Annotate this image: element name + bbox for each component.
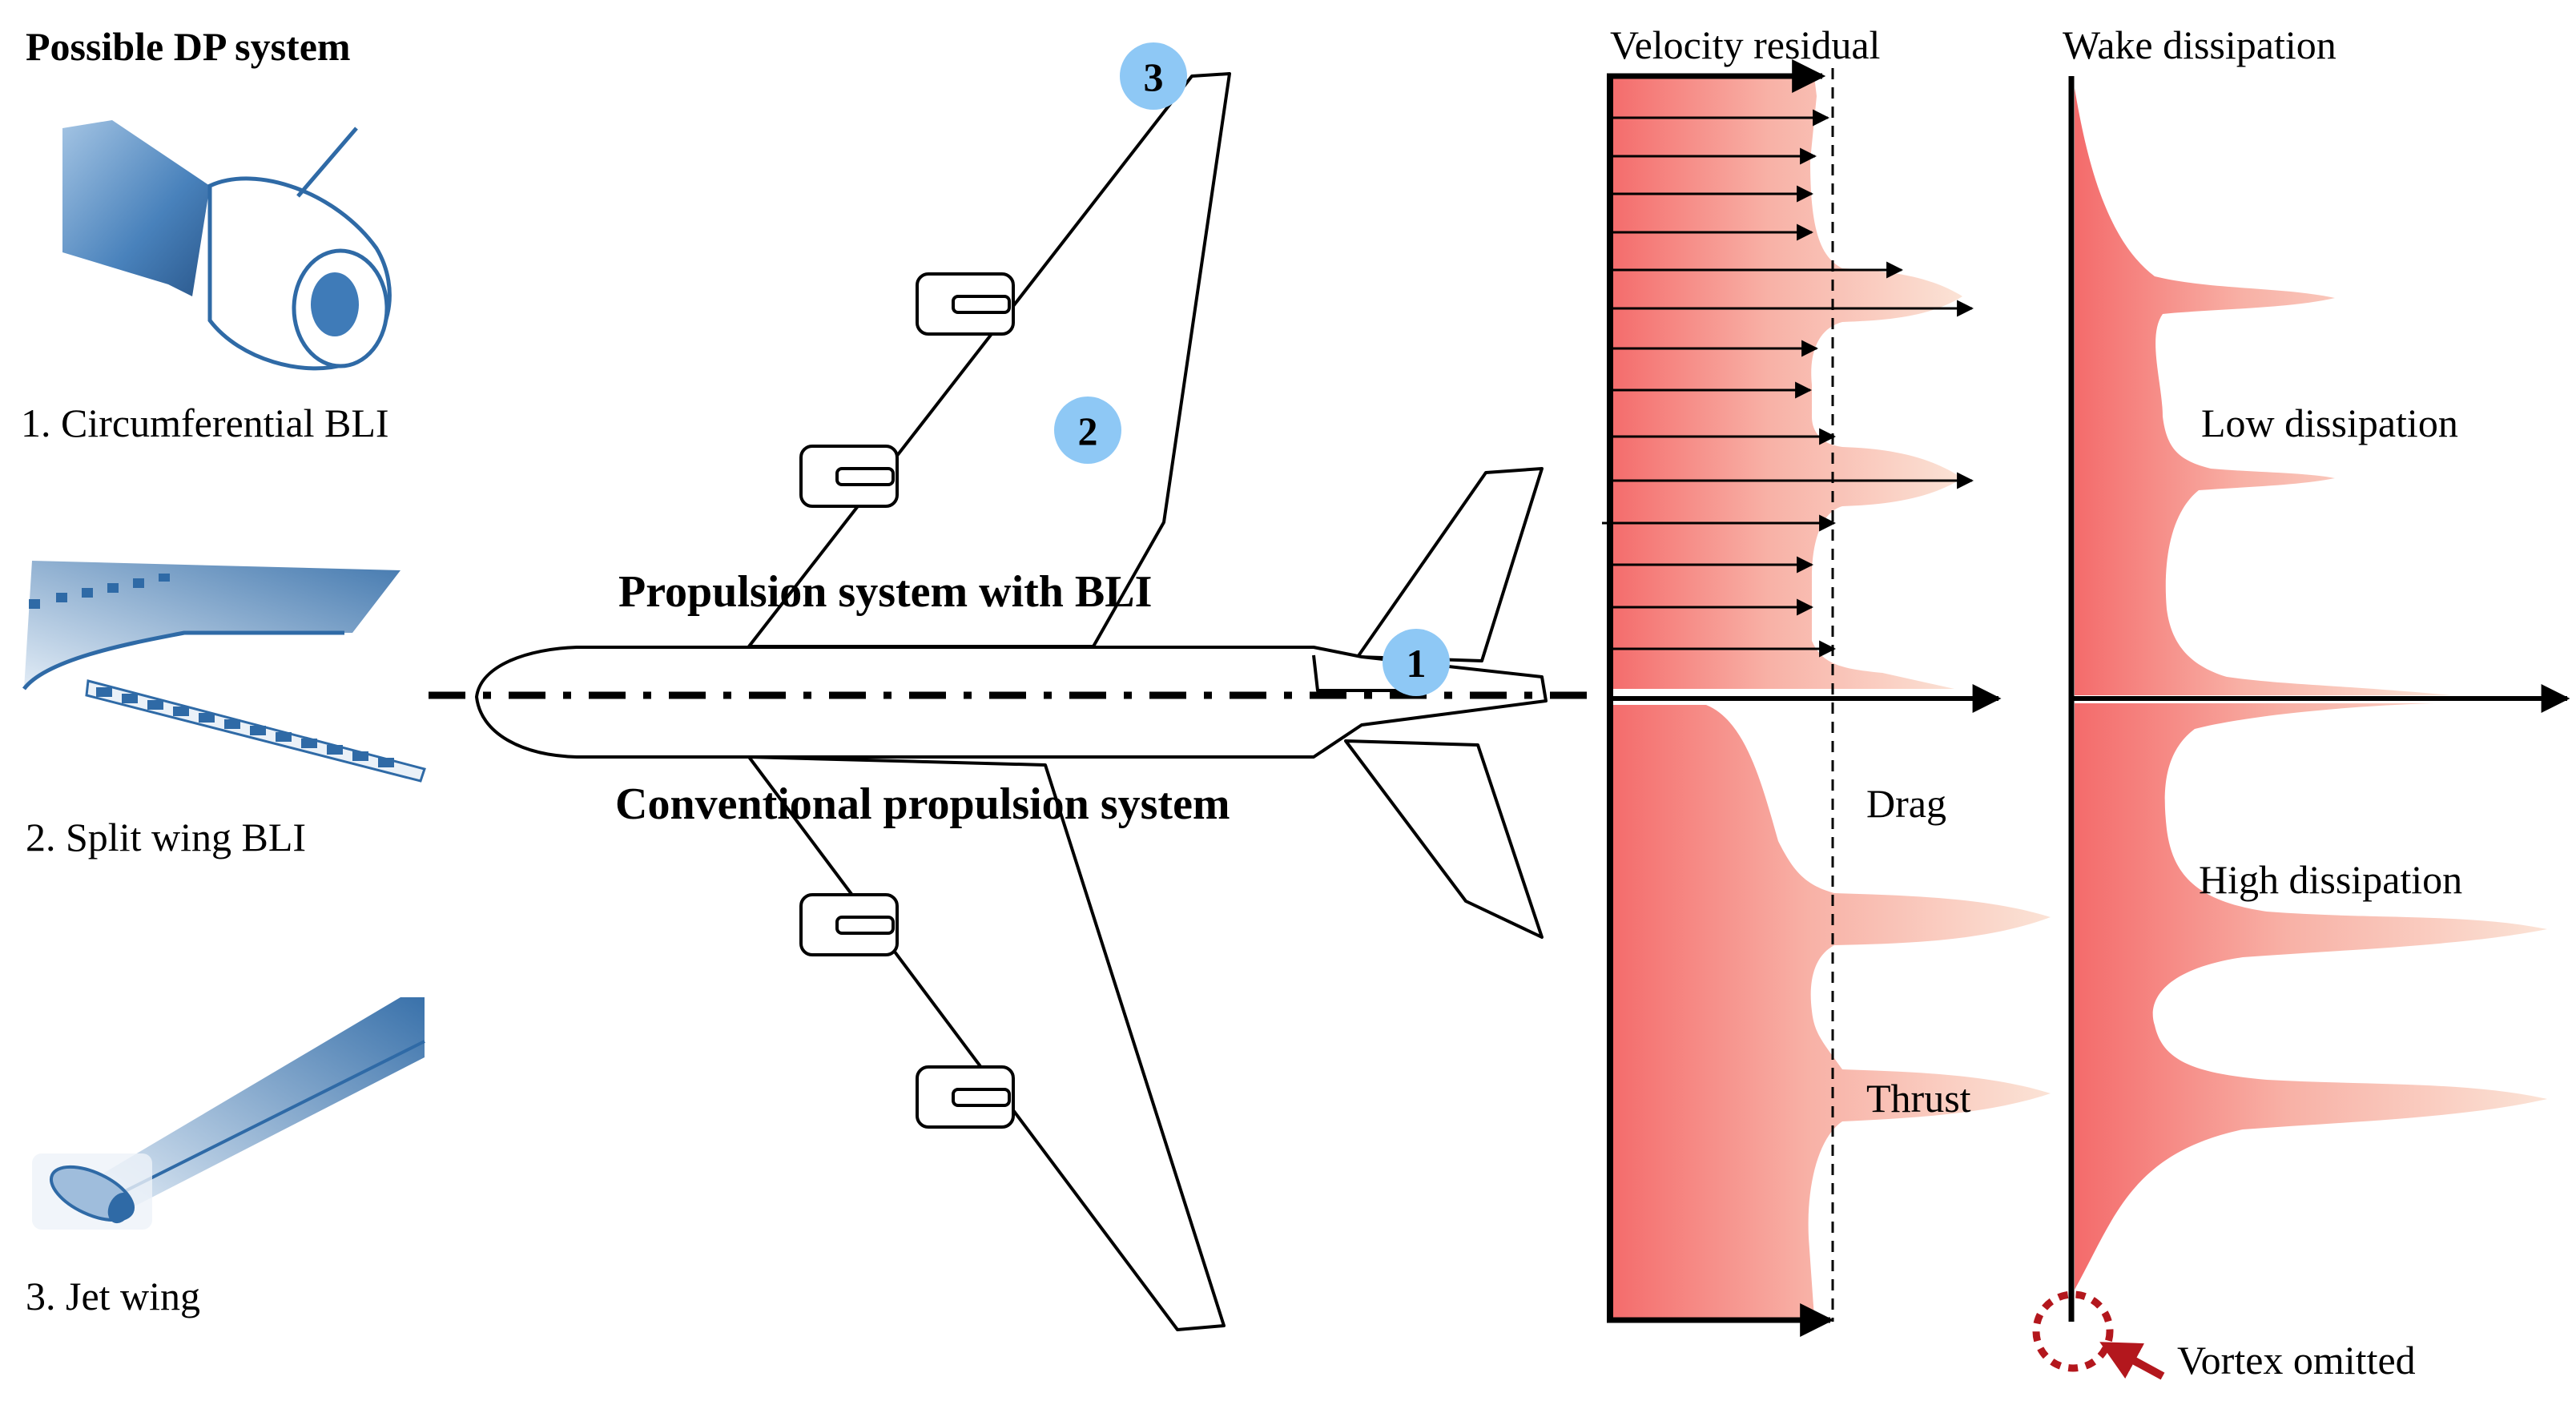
wake-dissipation-panel: Wake dissipation Low dissipation High di… — [2032, 22, 2570, 1383]
fuselage — [475, 646, 1548, 759]
marker-2: 2 — [1054, 397, 1121, 464]
split-wing-bli-icon — [22, 561, 426, 783]
label-drag: Drag — [1866, 781, 1946, 826]
svg-text:2: 2 — [1078, 409, 1098, 453]
left-panel-title: Possible DP system — [26, 24, 351, 69]
label-high-dissipation: High dissipation — [2199, 857, 2462, 902]
wake-profile-lower — [2075, 703, 2547, 1290]
wake-profile-upper — [2075, 88, 2451, 695]
vortex-arrow — [2099, 1342, 2165, 1380]
velocity-profile-upper — [1610, 76, 1962, 689]
engine-nacelles — [799, 272, 1015, 1129]
upper-wing — [747, 72, 1231, 648]
svg-text:3: 3 — [1144, 54, 1164, 99]
lower-wing — [747, 755, 1226, 1331]
vortex-circle — [2032, 1290, 2114, 1372]
lower-tail — [1344, 739, 1544, 939]
label-propulsion-bli: Propulsion system with BLI — [618, 567, 1152, 617]
tail-fairing — [1312, 654, 1410, 692]
upper-tail — [1356, 467, 1544, 662]
left-panel: Possible DP system 1. Circumferential BL… — [21, 24, 426, 1318]
item-label-2: 2. Split wing BLI — [26, 815, 306, 859]
velocity-panel-title: Velocity residual — [1610, 22, 1880, 67]
velocity-profile-lower — [1610, 705, 2051, 1318]
item-label-1: 1. Circumferential BLI — [21, 401, 389, 445]
velocity-residual-panel: Velocity residual — [1602, 22, 2051, 1337]
label-low-dissipation: Low dissipation — [2201, 401, 2458, 445]
wake-panel-title: Wake dissipation — [2063, 22, 2337, 67]
label-conventional-propulsion: Conventional propulsion system — [615, 779, 1230, 829]
marker-1: 1 — [1383, 629, 1450, 696]
aircraft-planform — [475, 72, 1548, 1331]
label-thrust: Thrust — [1866, 1076, 1971, 1121]
svg-text:1: 1 — [1407, 641, 1427, 686]
marker-3: 3 — [1120, 42, 1187, 110]
item-label-3: 3. Jet wing — [26, 1274, 200, 1318]
velocity-arrows — [1602, 109, 1974, 658]
jet-wing-icon — [32, 997, 425, 1230]
circumferential-bli-nacelle-icon — [62, 120, 392, 371]
label-vortex-omitted: Vortex omitted — [2177, 1338, 2416, 1383]
